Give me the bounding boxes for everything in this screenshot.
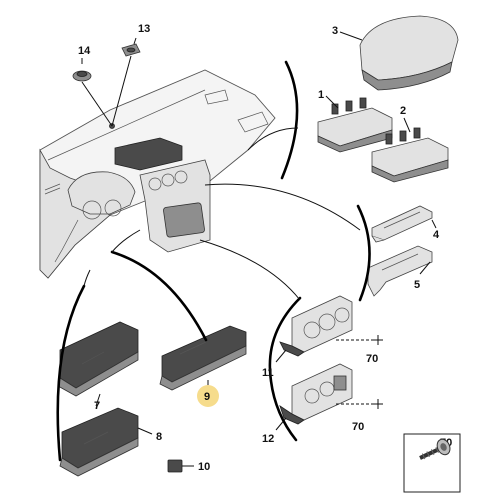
callout-1: 1: [318, 89, 324, 101]
part-1-vent-grille: [317, 95, 393, 153]
part-13-tweeter-cover: [121, 37, 141, 57]
part-3-top-cover: [339, 15, 459, 91]
leader-14: [81, 81, 113, 127]
screw-icon: [419, 438, 451, 460]
part-8-glovebox-panel: [59, 407, 153, 477]
leader-dash-glovebox: [83, 269, 91, 287]
part-14-tweeter-cover: [72, 58, 92, 82]
callout-8: 8: [156, 431, 162, 443]
callout-13: 13: [138, 23, 150, 35]
part-2-vent-grille: [371, 117, 449, 183]
callout-11: 11: [262, 367, 274, 379]
leader-13: [111, 55, 132, 127]
callout-14: 14: [78, 45, 91, 57]
callout-70-b: 70: [352, 421, 364, 433]
callout-70-a: 70: [366, 353, 378, 365]
bracket-bezels: [268, 296, 302, 442]
screw-70-leader-b: [336, 399, 383, 409]
part-12-console-bezel: [275, 363, 353, 431]
bracket-knee-trim: [110, 250, 208, 342]
part-5-trim-frame: [367, 245, 433, 297]
bracket-frames-right: [356, 204, 371, 302]
callout-10: 10: [198, 461, 210, 473]
part-10-clip: [167, 459, 194, 473]
callout-9: 9: [204, 391, 210, 403]
leader-dash-frames: [204, 183, 361, 231]
dashboard-assembly: [39, 69, 276, 279]
bracket-vents-right: [280, 60, 299, 180]
part-7-glovebox-panel: [57, 321, 139, 407]
screw-legend-box: [403, 433, 461, 493]
part-11-console-bezel: [275, 295, 353, 363]
screw-legend: 70: [403, 433, 461, 493]
callout-9-highlight: [197, 385, 219, 407]
leader-dash-bezels: [199, 239, 301, 301]
leader-dash-vents: [247, 127, 299, 151]
part-4-trim-frame: [371, 205, 437, 243]
callout-7: 7: [94, 400, 100, 412]
bracket-glovebox-left: [56, 284, 86, 462]
screw-70-leader-a: [336, 335, 383, 345]
part-9-knee-trim: [159, 325, 247, 391]
callout-3: 3: [332, 25, 338, 37]
callout-2: 2: [400, 105, 406, 117]
callout-12: 12: [262, 433, 274, 445]
callout-5: 5: [414, 279, 420, 291]
callout-4: 4: [433, 229, 440, 241]
leader-dash-knee: [111, 229, 141, 253]
